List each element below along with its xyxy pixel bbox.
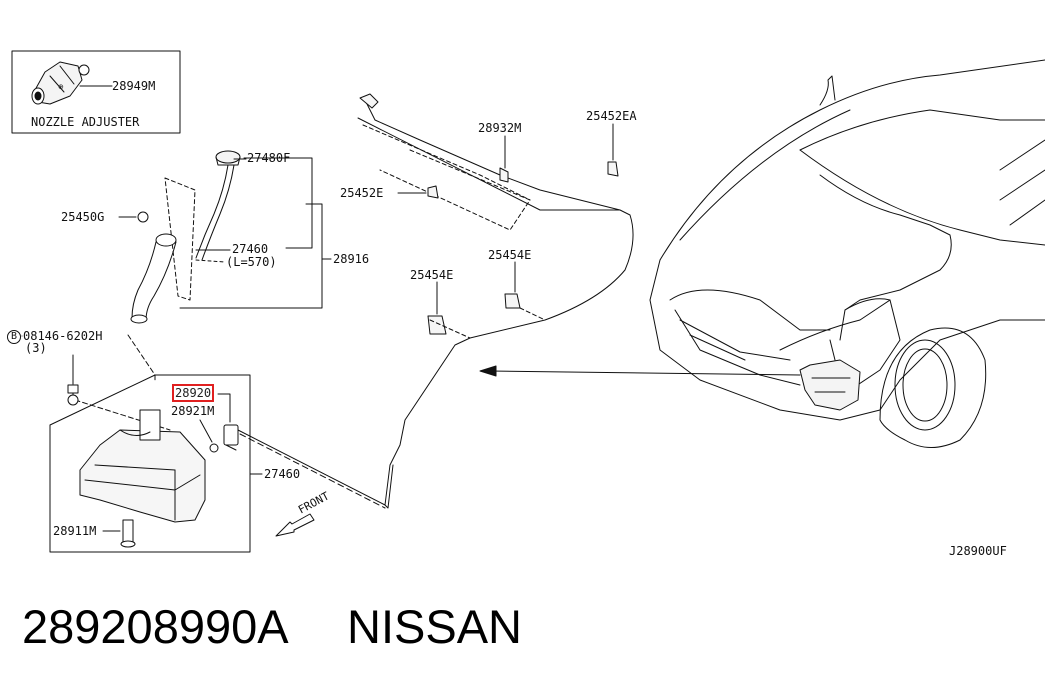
front-arrow-icon [275, 513, 315, 537]
part-label-25452E: 25452E [340, 186, 384, 200]
filler-bracket [164, 177, 196, 301]
part-label-25452EA: 25452EA [586, 109, 637, 123]
diagram-code: J28900UF [949, 544, 1007, 558]
washer-hose-main [237, 209, 634, 506]
part-label-bolt-qty: (3) [25, 341, 47, 355]
part-label-28921M: 28921M [171, 404, 215, 418]
part-label-25454E-b: 25454E [410, 268, 454, 282]
part-label-27460-length: (L=570) [226, 255, 277, 269]
nozzle-adjuster-icon: ⊕ [31, 61, 90, 105]
bolt-icon [67, 384, 79, 406]
part-label-28949M: 28949M [112, 79, 156, 93]
part-label-25450G: 25450G [61, 210, 105, 224]
part-label-27460-a: 27460 [232, 242, 269, 256]
nozzle-adjuster-box [11, 50, 181, 134]
part-label-27460-b: 27460 [264, 467, 301, 481]
car-front-icon [649, 59, 1045, 448]
part-label-25454E-a: 25454E [488, 248, 532, 262]
part-label-28920: 28920 [172, 384, 215, 402]
part-label-27480F: 27480F [247, 151, 291, 165]
svg-text:⊕: ⊕ [58, 83, 64, 91]
washer-pump-icon [209, 424, 239, 453]
hood-hose [357, 117, 621, 211]
filler-hose-icon [130, 233, 177, 324]
caption-brand: NISSAN [347, 600, 522, 653]
caption-part-number: 289208990A [22, 600, 289, 653]
part-label-28932M: 28932M [478, 121, 522, 135]
part-label-28920-highlight: 28920 [172, 384, 215, 402]
tank-bottom-fitting [120, 519, 136, 548]
tank-box [49, 374, 251, 553]
nozzle-adjuster-title: NOZZLE ADJUSTER [31, 115, 140, 129]
washer-tank-icon [79, 409, 206, 523]
filler-cap-icon [195, 150, 241, 261]
bolt-symbol: B [7, 330, 21, 344]
part-label-bolt-code: 08146-6202H [23, 329, 103, 343]
part-label-28911M: 28911M [53, 524, 97, 538]
part-label-28916: 28916 [333, 252, 370, 266]
